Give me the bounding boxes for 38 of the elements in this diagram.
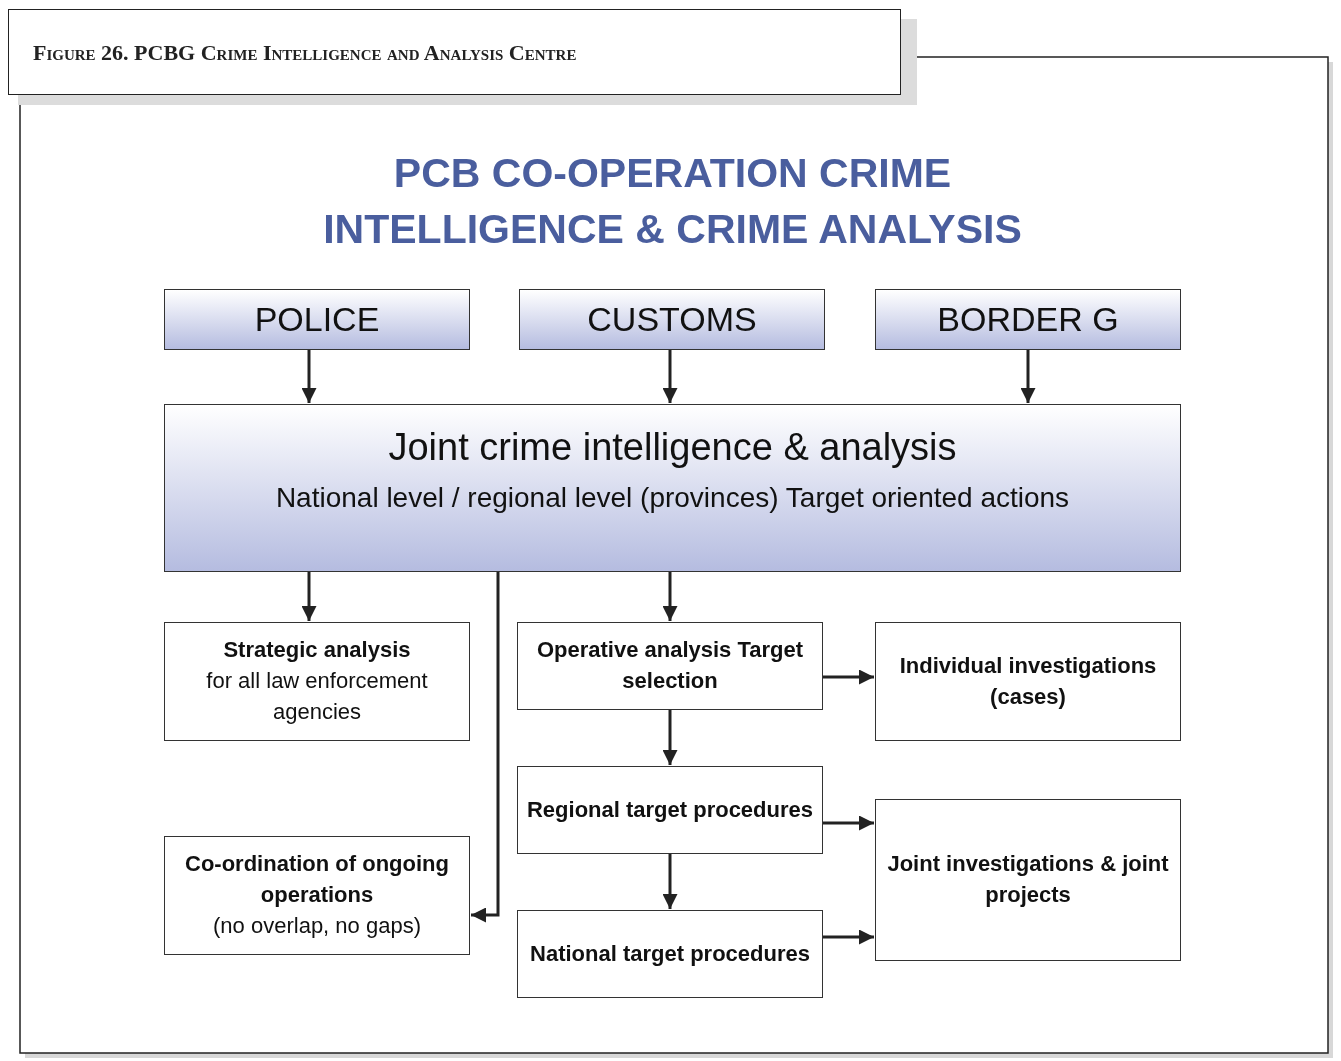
process-box bbox=[164, 836, 470, 955]
node-text: (no overlap, no gaps) bbox=[212, 911, 422, 940]
agency-box bbox=[164, 289, 470, 350]
arrow bbox=[823, 815, 874, 831]
node-title: Joint investigations & joint projects bbox=[886, 850, 1170, 909]
node-title: Individual investigations (cases) bbox=[898, 651, 1158, 711]
arrow bbox=[662, 350, 678, 403]
process-box bbox=[875, 799, 1181, 961]
node-text: for all law enforcement agencies bbox=[205, 667, 429, 726]
arrow bbox=[301, 572, 317, 621]
node-title: Co-ordination of ongoing operations bbox=[184, 850, 450, 910]
process-box bbox=[164, 622, 470, 741]
heading: PCB CO-OPERATION CRIME INTELLIGENCE & CRIME ANALYSIS bbox=[322, 149, 1023, 254]
process-box bbox=[517, 622, 823, 710]
process-box bbox=[875, 622, 1181, 741]
agency-box bbox=[164, 404, 1181, 572]
node-title: CUSTOMS bbox=[586, 298, 758, 340]
arrow bbox=[471, 572, 500, 923]
arrow bbox=[662, 710, 678, 765]
process-box bbox=[517, 910, 823, 998]
node-title: National target procedures bbox=[529, 939, 811, 968]
node-title: Joint crime intelligence & analysis bbox=[387, 425, 958, 470]
arrow bbox=[662, 854, 678, 909]
arrow bbox=[662, 572, 678, 621]
arrow bbox=[1020, 350, 1036, 403]
node-title: Strategic analysis bbox=[222, 636, 412, 665]
figure-title: Figure 26. PCBG Crime Intelligence and Analysis Centre bbox=[8, 9, 901, 95]
arrow bbox=[823, 669, 874, 685]
agency-box bbox=[519, 289, 825, 350]
node-title: Operative analysis Target selection bbox=[535, 636, 805, 695]
agency-box bbox=[875, 289, 1181, 350]
node-text: National level / regional level (provinces) Target oriented actions bbox=[274, 480, 1071, 515]
node-title: POLICE bbox=[253, 298, 381, 340]
process-box bbox=[517, 766, 823, 854]
arrow bbox=[301, 350, 317, 403]
node-title: BORDER G bbox=[936, 298, 1120, 340]
arrow bbox=[823, 929, 874, 945]
node-title: Regional target procedures bbox=[525, 795, 815, 824]
